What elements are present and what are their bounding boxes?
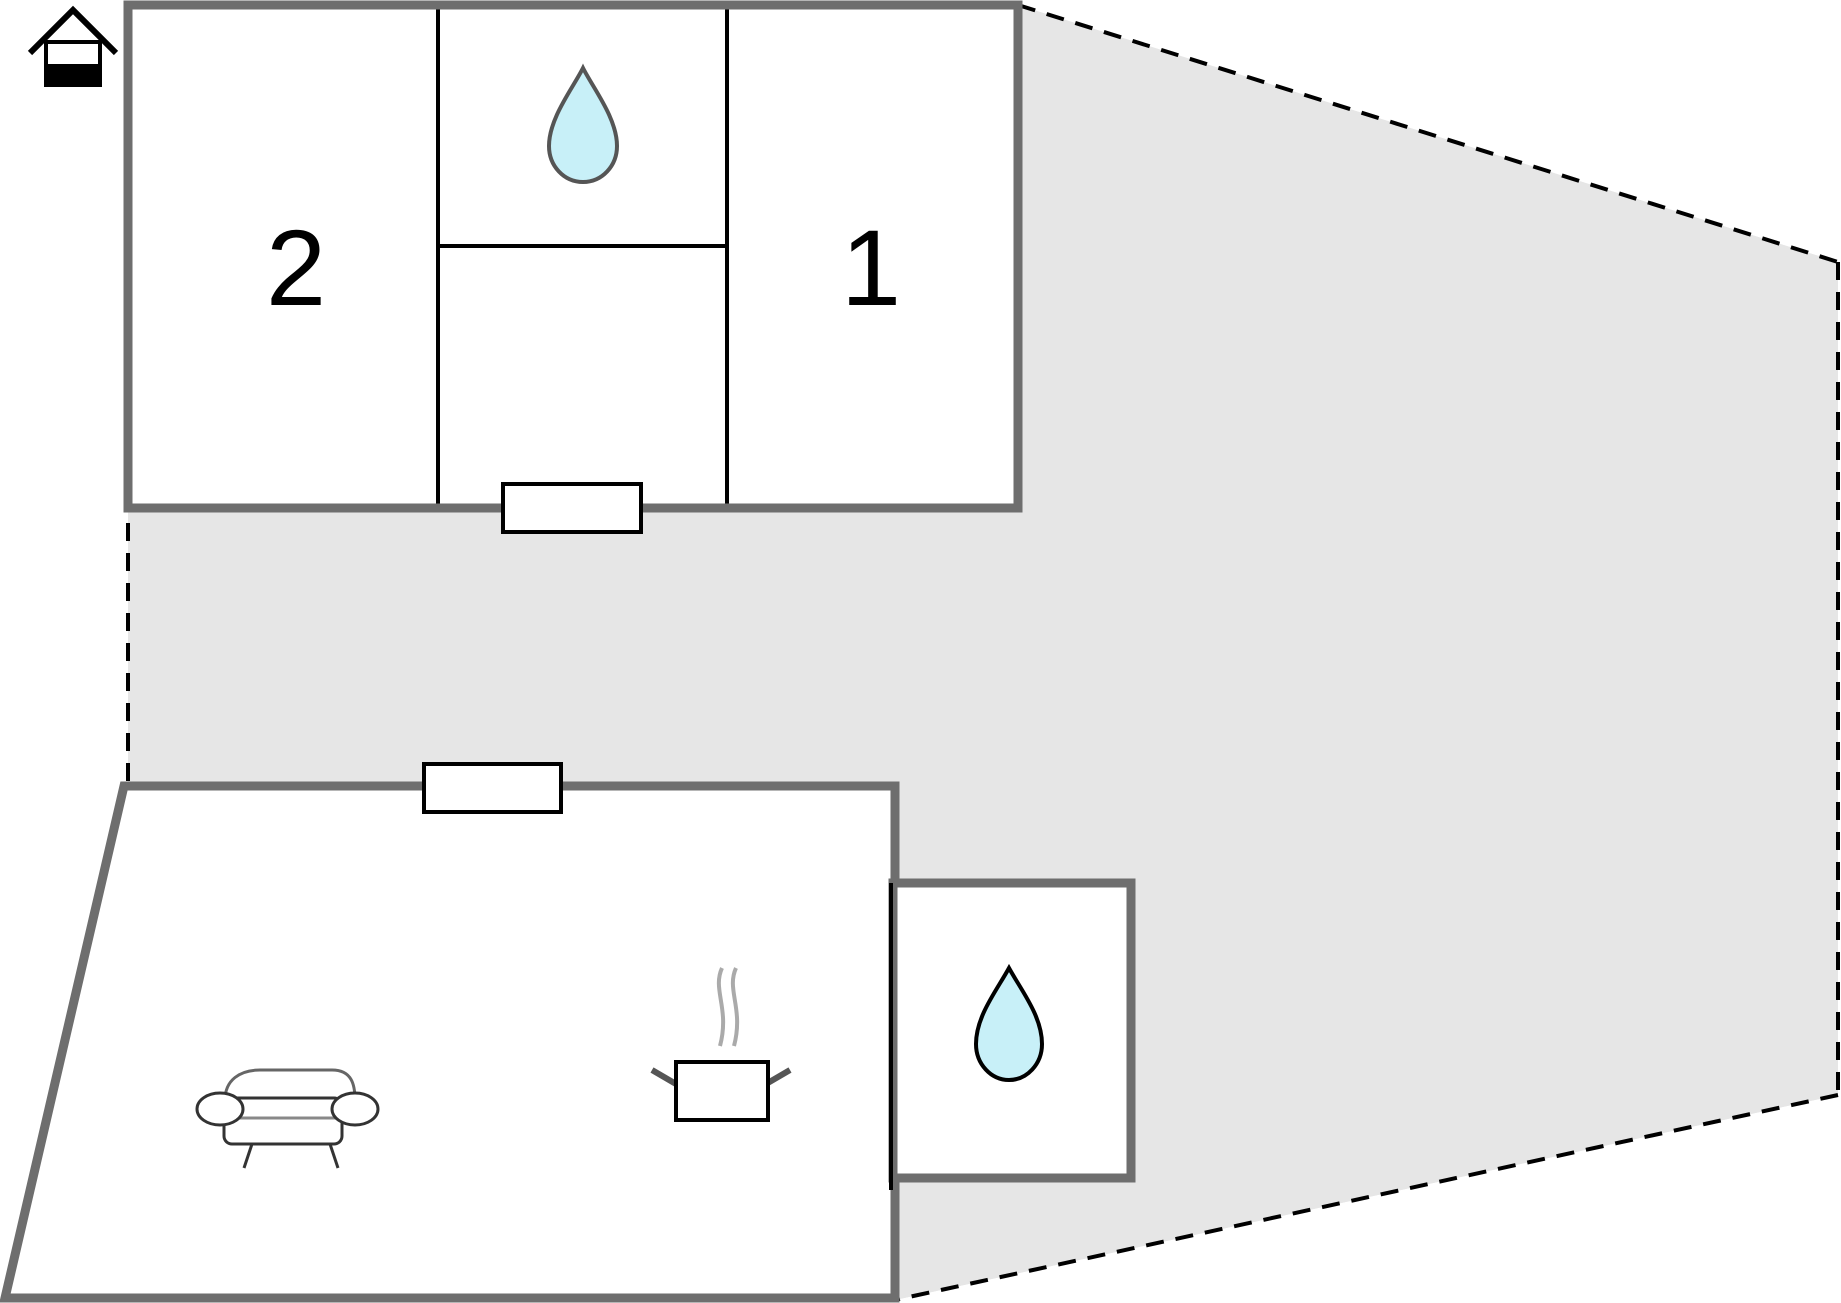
terrace-fill [128, 5, 1838, 1300]
water-drop-icon [973, 963, 1045, 1083]
house-icon [27, 5, 119, 87]
window-icon [501, 482, 643, 534]
living-room [0, 781, 900, 1303]
hallway-top [436, 244, 729, 510]
top-building: 2 1 [123, 0, 1023, 534]
room-number-2: 2 [266, 207, 326, 328]
cooking-pot-icon [650, 967, 792, 1122]
room-number-1: 1 [841, 207, 901, 328]
water-drop-icon [546, 63, 620, 185]
dashed-boundary [126, 3, 1840, 1302]
bottom-building [0, 762, 1136, 1303]
window-icon [422, 762, 563, 814]
sofa-icon [195, 1068, 380, 1169]
